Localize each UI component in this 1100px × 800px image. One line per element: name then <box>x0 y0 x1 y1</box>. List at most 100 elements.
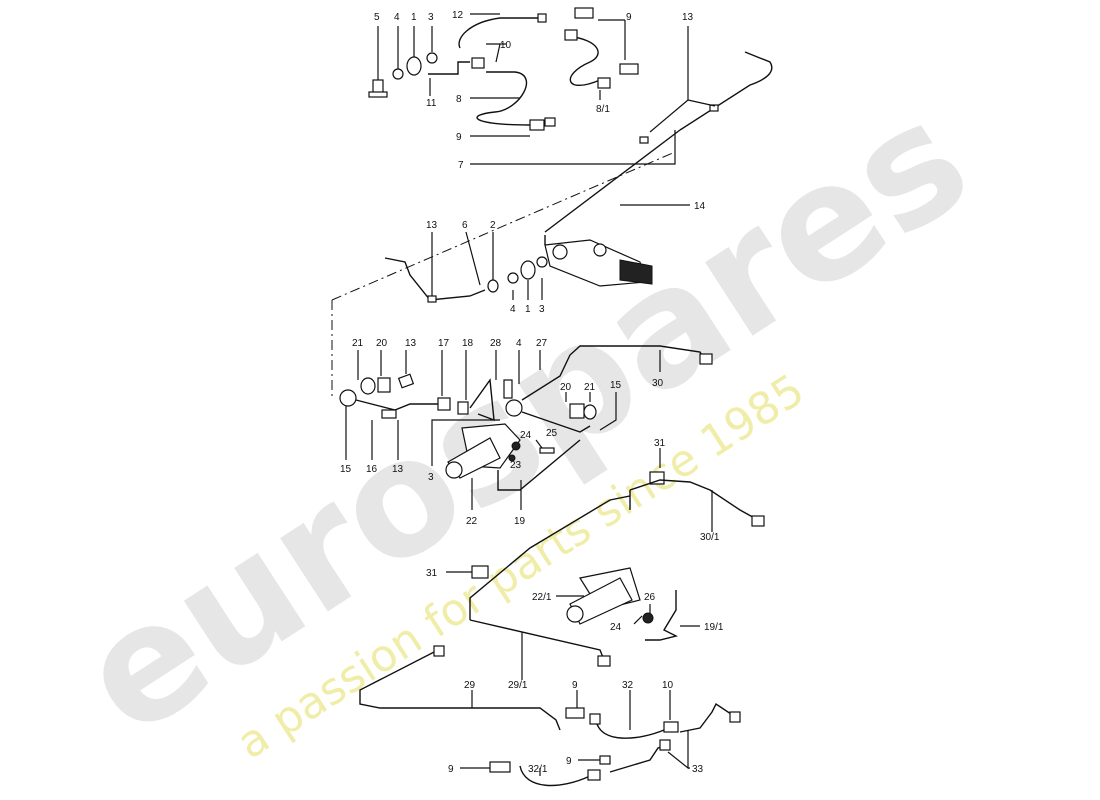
label-13: 13 <box>682 12 694 23</box>
washer-part-26 <box>642 612 654 624</box>
hose-part-32-1 <box>519 765 591 787</box>
label-16: 16 <box>366 464 378 475</box>
hose-part-12 <box>458 17 540 49</box>
washer-part-4-mid <box>507 272 519 284</box>
label-3: 3 <box>428 12 434 23</box>
master-cylinder-group <box>384 231 653 303</box>
label-1: 1 <box>411 12 417 23</box>
label-21: 21 <box>352 338 364 349</box>
pipe-part-19 <box>497 439 581 491</box>
union-part-17 <box>437 397 451 411</box>
label-29-1: 29/1 <box>508 680 528 691</box>
lower-group <box>359 448 765 787</box>
union-part-31 <box>649 471 665 485</box>
label-31: 31 <box>654 438 666 449</box>
label-27: 27 <box>536 338 548 349</box>
banjo-part-1 <box>406 56 422 76</box>
hose-part-8 <box>476 71 531 126</box>
label-15: 15 <box>340 464 352 475</box>
label-32-1: 32/1 <box>528 764 548 775</box>
callout-labels: 5 4 1 3 12 10 11 8 9 9 13 8/1 7 14 13 6 … <box>340 10 724 775</box>
label-30: 30 <box>652 378 664 389</box>
clip-part-9-bottom <box>489 761 511 773</box>
clip-part-10 <box>471 57 485 69</box>
label-6: 6 <box>462 220 468 231</box>
banjo-part-1-mid <box>520 260 536 280</box>
label-10: 10 <box>662 680 674 691</box>
reference-dash-outline <box>331 151 676 400</box>
label-17: 17 <box>438 338 450 349</box>
label-28: 28 <box>490 338 502 349</box>
label-4: 4 <box>510 304 516 315</box>
label-10: 10 <box>500 40 512 51</box>
label-13: 13 <box>392 464 404 475</box>
watermark: eurospares a passion for parts since 198… <box>49 64 999 772</box>
label-7: 7 <box>458 160 464 171</box>
hose-part-32 <box>595 719 665 739</box>
label-1: 1 <box>525 304 531 315</box>
clip-part-9-lower <box>565 707 585 719</box>
pipe-part-29 <box>359 649 561 731</box>
union-part-31-lower <box>471 565 489 579</box>
top-hose-group <box>368 7 773 233</box>
label-23: 23 <box>510 460 522 471</box>
label-2: 2 <box>490 220 496 231</box>
label-9: 9 <box>566 756 572 767</box>
label-20: 20 <box>376 338 388 349</box>
label-13: 13 <box>426 220 438 231</box>
label-25: 25 <box>546 428 558 439</box>
tee-fitting-part-4 <box>505 399 523 417</box>
label-33: 33 <box>692 764 704 775</box>
grommet-part-20-right <box>569 403 585 419</box>
label-9: 9 <box>626 12 632 23</box>
label-19: 19 <box>514 516 526 527</box>
label-32: 32 <box>622 680 634 691</box>
label-9: 9 <box>572 680 578 691</box>
label-15: 15 <box>610 380 622 391</box>
label-14: 14 <box>694 201 706 212</box>
washer-part-4 <box>392 68 404 80</box>
clip-part-10-lower <box>663 721 679 733</box>
label-4: 4 <box>516 338 522 349</box>
clip-part-9 <box>544 117 556 127</box>
label-18: 18 <box>462 338 474 349</box>
label-9: 9 <box>456 132 462 143</box>
label-21: 21 <box>584 382 596 393</box>
label-19-1: 19/1 <box>704 622 724 633</box>
label-12: 12 <box>452 10 464 21</box>
label-24: 24 <box>520 430 532 441</box>
pipe-part-6 <box>384 257 486 301</box>
label-20: 20 <box>560 382 572 393</box>
label-9: 9 <box>448 764 454 775</box>
label-13: 13 <box>405 338 417 349</box>
label-24: 24 <box>610 622 622 633</box>
pipe-part-29-1 <box>469 490 631 620</box>
label-22: 22 <box>466 516 478 527</box>
label-29: 29 <box>464 680 476 691</box>
label-3: 3 <box>539 304 545 315</box>
washer-part-23 <box>508 454 516 462</box>
label-8: 8 <box>456 94 462 105</box>
label-22-1: 22/1 <box>532 592 552 603</box>
middle-group <box>339 345 713 510</box>
washer-part-3-mid <box>536 256 548 268</box>
bolt-part-2 <box>487 279 499 293</box>
fitting-part-15 <box>339 389 357 407</box>
grommet-part-20 <box>377 377 391 393</box>
label-30-1: 30/1 <box>700 532 720 543</box>
label-5: 5 <box>374 12 380 23</box>
label-4: 4 <box>394 12 400 23</box>
washer-part-3 <box>426 52 438 64</box>
label-3: 3 <box>428 472 434 483</box>
pipe-part-19-1 <box>645 590 679 641</box>
label-8-1: 8/1 <box>596 104 610 115</box>
label-31: 31 <box>426 568 438 579</box>
nut-part-24 <box>511 441 521 451</box>
clip-part-21 <box>360 377 376 395</box>
label-26: 26 <box>644 592 656 603</box>
hose-part-8-1 <box>567 35 605 86</box>
clip-part-9-top <box>574 7 594 19</box>
watermark-brand: eurospares <box>49 64 999 772</box>
